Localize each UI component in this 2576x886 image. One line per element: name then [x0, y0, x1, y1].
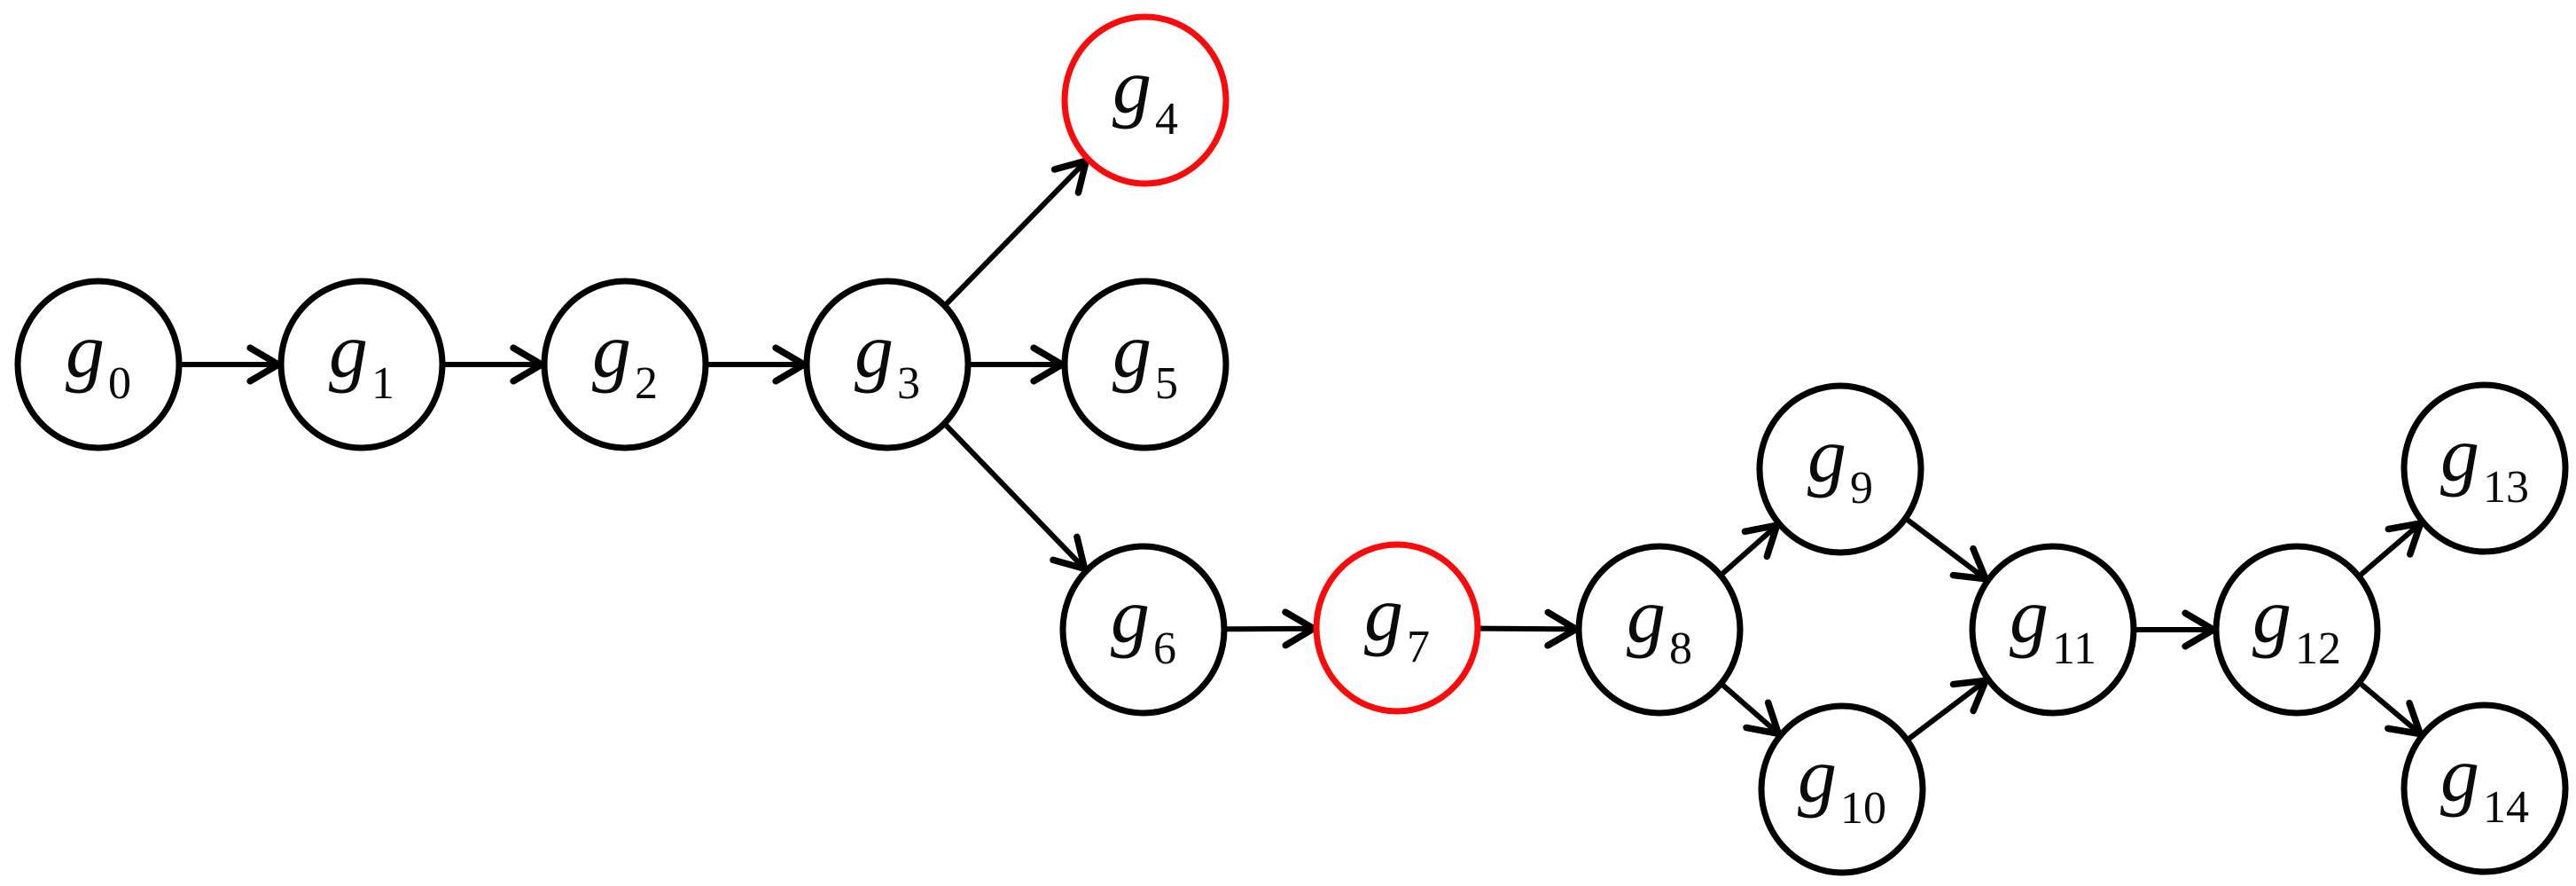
- nodes-layer: g0 g1 g2 g3 g4 g5 g6 g7 g8 g9 g10 g11 g12 g13 g14: [14, 13, 2569, 876]
- node-label-g8: g8: [1627, 574, 1692, 674]
- edge-g8-g9: [1720, 521, 1781, 576]
- node-label-g12: g12: [2252, 574, 2341, 674]
- node-g13: g13: [2400, 381, 2569, 555]
- node-ellipse-g7: [1313, 541, 1481, 715]
- node-g7: g7: [1313, 541, 1481, 715]
- node-ellipse-g11: [1969, 543, 2137, 717]
- node-g10: g10: [1758, 702, 1926, 876]
- edge-g3-g4: [943, 157, 1090, 307]
- node-g4: g4: [1061, 13, 1229, 187]
- node-ellipse-g12: [2213, 543, 2381, 717]
- node-ellipse-g9: [1756, 382, 1924, 556]
- edge-g12-g14: [2359, 681, 2424, 738]
- edge-g3-g6: [943, 422, 1089, 573]
- node-ellipse-g4: [1061, 13, 1229, 187]
- node-label-g13: g13: [2440, 412, 2529, 513]
- node-ellipse-g1: [277, 278, 446, 451]
- node-label-g10: g10: [1798, 733, 1886, 834]
- node-g8: g8: [1575, 543, 1744, 717]
- node-ellipse-g2: [541, 278, 709, 451]
- node-g2: g2: [541, 278, 709, 451]
- node-g5: g5: [1061, 278, 1229, 451]
- node-label-g0: g0: [66, 309, 131, 409]
- node-label-g1: g1: [329, 309, 394, 409]
- edge-g10-g11: [1907, 677, 1989, 741]
- node-ellipse-g0: [14, 278, 183, 451]
- node-label-g6: g6: [1111, 574, 1176, 674]
- node-g0: g0: [14, 278, 183, 451]
- node-ellipse-g6: [1059, 543, 1228, 717]
- node-g3: g3: [803, 278, 972, 451]
- node-g6: g6: [1059, 543, 1228, 717]
- edge-g8-g10: [1721, 682, 1783, 738]
- node-ellipse-g10: [1758, 702, 1926, 876]
- edge-g7-g8: [1479, 608, 1580, 649]
- node-label-g2: g2: [592, 309, 658, 409]
- edge-g12-g13: [2358, 520, 2424, 577]
- node-label-g5: g5: [1112, 309, 1178, 409]
- node-g1: g1: [277, 278, 446, 451]
- node-ellipse-g14: [2400, 702, 2569, 875]
- node-label-g11: g11: [2010, 574, 2096, 674]
- node-label-g4: g4: [1112, 44, 1178, 145]
- edges-layer: [181, 157, 2424, 741]
- node-g12: g12: [2213, 543, 2381, 717]
- node-label-g3: g3: [855, 309, 920, 409]
- node-ellipse-g8: [1575, 543, 1744, 717]
- node-ellipse-g13: [2400, 381, 2569, 555]
- node-ellipse-g5: [1061, 278, 1229, 451]
- node-g14: g14: [2400, 702, 2569, 875]
- node-g11: g11: [1969, 543, 2137, 717]
- node-label-g7: g7: [1364, 572, 1430, 672]
- node-ellipse-g3: [803, 278, 972, 451]
- edge-g9-g11: [1905, 517, 1989, 583]
- edge-g6-g7: [1225, 608, 1317, 649]
- node-label-g9: g9: [1807, 413, 1873, 514]
- node-g9: g9: [1756, 382, 1924, 556]
- node-label-g14: g14: [2440, 733, 2529, 833]
